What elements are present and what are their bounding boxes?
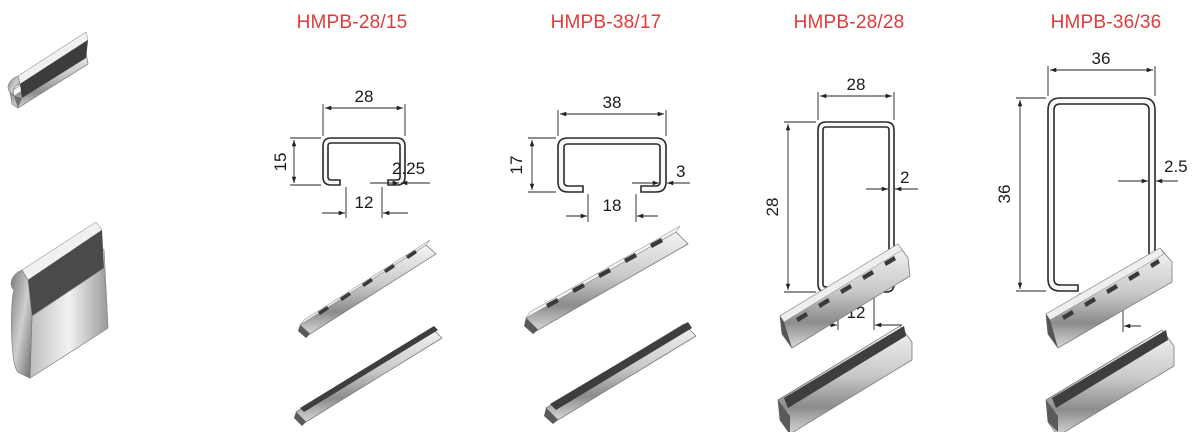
dimensions-38-17	[528, 110, 690, 222]
dim-width-36-36: 36	[1092, 49, 1111, 68]
rail-perforated-38-17	[524, 225, 689, 334]
profile-title-28-15: HMPB-28/15	[296, 12, 408, 33]
cross-section-38-17	[557, 137, 667, 193]
dim-height-28-15: 15	[271, 153, 290, 172]
dim-width-28-15: 28	[355, 87, 374, 106]
cross-section-28-15	[322, 137, 406, 186]
dim-width-38-17: 38	[603, 93, 622, 112]
dim-height-28-28: 28	[763, 198, 782, 217]
profile-title-38-17: HMPB-38/17	[550, 12, 662, 33]
dimensions-28-15	[290, 104, 430, 218]
rail-plain-38-17	[544, 322, 697, 424]
rail-plain-28-28	[777, 325, 913, 432]
profile-title-36-36: HMPB-36/36	[1050, 12, 1162, 33]
dim-opening-38-17: 18	[603, 196, 622, 215]
dim-height-38-17: 17	[507, 156, 526, 175]
dim-thickness-28-28: 2	[900, 168, 909, 187]
rail-perforated-28-28	[779, 243, 911, 349]
channel-thumbnail-small	[7, 31, 89, 109]
dim-width-28-28: 28	[847, 75, 866, 94]
rail-plain-28-15	[294, 326, 443, 426]
rail-plain-36-36	[1045, 329, 1175, 432]
dim-height-36-36: 36	[995, 185, 1014, 204]
channel-thumbnail-large	[10, 221, 109, 379]
rail-perforated-28-15	[298, 239, 437, 338]
dimensions-28-28	[784, 92, 918, 330]
profile-title-28-28: HMPB-28/28	[793, 12, 905, 33]
dim-thickness-38-17: 3	[676, 162, 685, 181]
dim-thickness-36-36: 2.5	[1164, 157, 1188, 176]
rail-perforated-36-36	[1045, 247, 1173, 349]
dim-thickness-28-15: 2.25	[392, 159, 425, 178]
dim-opening-28-15: 12	[355, 193, 374, 212]
